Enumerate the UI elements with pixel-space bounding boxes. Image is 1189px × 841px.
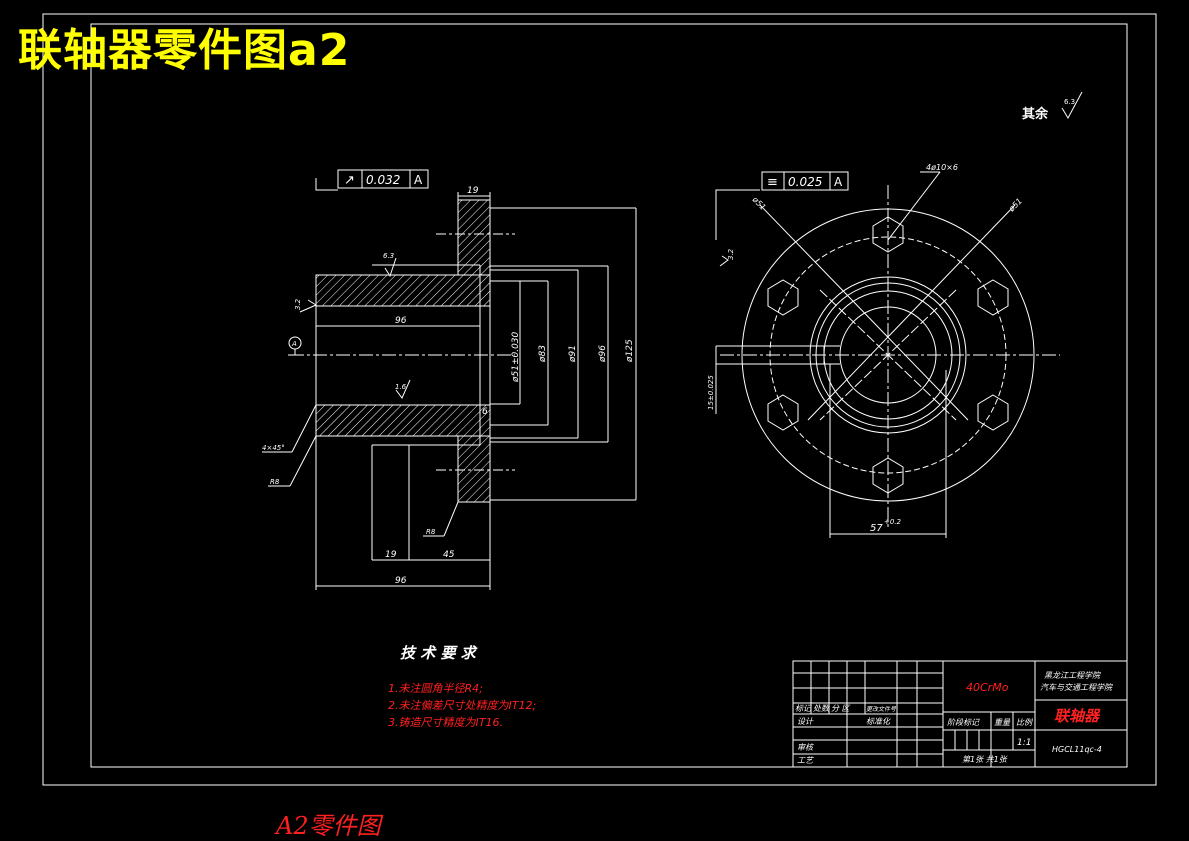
- dim-radius-bottom: R8: [426, 528, 436, 536]
- dim-chamfer: 4×45°: [262, 444, 285, 452]
- tolerance-frame-symmetry: ≡ 0.025 A: [761, 171, 849, 191]
- dim-keyway: 57: [870, 523, 883, 534]
- tb-school: 黑龙江工程学院: [1044, 671, 1102, 680]
- dim-small-6: 6: [482, 407, 488, 417]
- tb-row-label-1: 标记: [795, 704, 812, 713]
- section-view: [262, 178, 637, 590]
- dim-bottom-45: 45: [443, 550, 455, 560]
- dim-bottom-19: 19: [385, 550, 397, 560]
- surface-finish-label: 其余: [1022, 106, 1049, 122]
- roughness-6-3: 6.3: [383, 252, 394, 260]
- tolerance-value-symmetry: 0.025: [788, 175, 822, 189]
- tech-requirements: 技 术 要 求 1.未注圆角半径R4; 2.未注偏差尺寸处精度为IT12; 3.…: [388, 644, 536, 729]
- dim-holes: 4ø10×6: [926, 163, 958, 172]
- dim-d91: ø91: [568, 345, 578, 363]
- tolerance-frame-runout: ↗ 0.032 A: [337, 169, 429, 189]
- page-title: 联轴器零件图a2: [18, 25, 351, 76]
- tolerance-symbol-symmetry: ≡: [767, 175, 778, 190]
- outer-frame: [42, 13, 1157, 786]
- dim-flange-width: 19: [467, 186, 479, 196]
- surface-finish-value: 6.3: [1064, 98, 1075, 106]
- dim-keyway-tol: +0.2: [884, 518, 902, 526]
- dim-d125: ø125: [625, 339, 635, 363]
- dim-radius-left: R8: [270, 478, 280, 486]
- title-block-text: 40CrMo 黑龙江工程学院 汽车与交通工程学院 联轴器 HGCL11qc-4 …: [795, 671, 1114, 765]
- end-view-dimensions: 4ø10×6 ø51 ø51 57 +0.2 15±0.025 3.2: [707, 163, 1024, 534]
- tech-req-item-2: 2.未注偏差尺寸处精度为IT12;: [388, 699, 536, 712]
- dim-overall-96: 96: [395, 576, 407, 586]
- tb-part-name: 联轴器: [1054, 707, 1101, 725]
- dim-keyway-width: 15±0.025: [707, 375, 715, 410]
- dim-bore-length: 96: [395, 316, 407, 326]
- tolerance-datum-runout: A: [414, 173, 423, 187]
- tech-req-heading: 技 术 要 求: [400, 644, 478, 662]
- surface-finish-note: 其余 6.3: [1022, 91, 1083, 122]
- tb-material: 40CrMo: [966, 681, 1009, 694]
- tech-req-item-1: 1.未注圆角半径R4;: [388, 682, 483, 695]
- tb-drawing-no: HGCL11qc-4: [1052, 745, 1102, 754]
- end-view: [715, 171, 1060, 538]
- tb-design: 设计: [797, 717, 814, 726]
- tb-row-label-3: 分 区: [831, 704, 851, 713]
- tolerance-value-runout: 0.032: [366, 173, 400, 187]
- dim-d83: ø83: [538, 345, 548, 363]
- title-block: [792, 660, 1128, 768]
- footer-caption: A2零件图: [276, 812, 381, 840]
- tolerance-datum-symmetry: A: [834, 175, 843, 189]
- roughness-1-6: 1.6: [395, 383, 407, 391]
- dim-bore-diameter: ø51±0.030: [511, 331, 521, 383]
- datum-label: A: [291, 340, 297, 348]
- roughness-end-view: 3.2: [727, 248, 735, 260]
- tb-dept: 汽车与交通工程学院: [1040, 683, 1114, 692]
- section-dimensions: 19 96 ø51±0.030 ø83 ø91 ø96 ø125 19 45 9…: [262, 186, 635, 586]
- inner-frame: [90, 23, 1128, 768]
- tb-row-label-4: 更改文件号: [866, 705, 897, 713]
- dim-d96: ø96: [598, 345, 608, 363]
- tb-ratio: 比例: [1016, 718, 1034, 727]
- tb-standard: 标准化: [866, 717, 891, 726]
- tolerance-symbol-runout: ↗: [344, 173, 355, 188]
- tb-weight: 重量: [994, 718, 1011, 727]
- roughness-3-2: 3.2: [294, 298, 302, 310]
- tb-process: 工艺: [797, 756, 814, 765]
- tb-stage: 阶段标记: [947, 718, 980, 727]
- tb-row-label-2: 处数: [813, 704, 830, 713]
- tb-review: 审核: [797, 743, 815, 752]
- tb-scale: 1:1: [1017, 738, 1031, 748]
- tech-req-item-3: 3.铸造尺寸精度为IT16.: [388, 716, 503, 729]
- tb-sheet: 第1张 共1张: [962, 755, 1008, 764]
